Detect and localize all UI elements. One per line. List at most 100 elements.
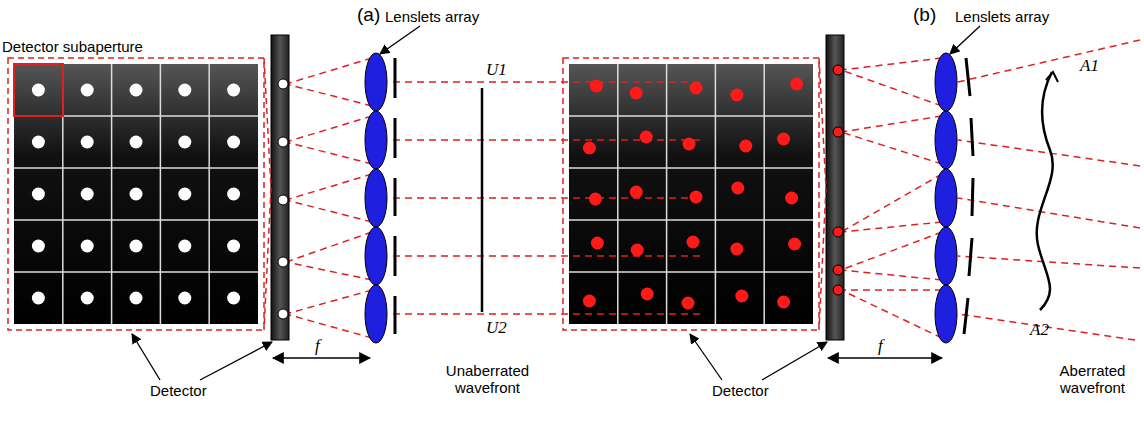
lenslet (935, 285, 957, 343)
wavefront-label: U1 (486, 60, 507, 80)
grid-line (111, 64, 113, 324)
focal-spot (130, 292, 143, 305)
light-ray (286, 314, 372, 338)
focal-spot (785, 192, 798, 205)
caption-label: Unaberrated wavefront (440, 362, 535, 397)
focal-spot (227, 136, 240, 149)
part-label: Detector (712, 382, 769, 399)
focal-spot (630, 87, 643, 100)
focal-spot (641, 288, 654, 301)
light-ray (958, 198, 1140, 228)
focal-spot (278, 137, 288, 147)
focal-spot (32, 188, 45, 201)
grid-line (14, 271, 258, 273)
light-ray (286, 232, 372, 262)
light-ray (286, 84, 372, 106)
grid-line (14, 167, 258, 169)
light-ray (388, 81, 700, 83)
dimension-label: f (315, 336, 320, 356)
light-ray (841, 222, 942, 232)
panel-label: (a) (357, 4, 380, 26)
subaperture-box (14, 64, 63, 116)
focal-spot (833, 227, 843, 237)
focal-spot (81, 292, 94, 305)
grid-line (14, 219, 258, 221)
focal-spot (583, 142, 596, 155)
focal-spot (178, 188, 191, 201)
light-ray (388, 255, 700, 257)
light-ray (958, 256, 1140, 268)
wavefront-label: A2 (1030, 320, 1049, 340)
focal-spot (278, 309, 288, 319)
detector-bar (826, 35, 844, 340)
focal-spot (687, 236, 700, 249)
detector-grid (14, 64, 258, 324)
focal-spot (777, 133, 790, 146)
light-ray (958, 40, 1140, 82)
light-ray (286, 58, 372, 84)
focal-spot (790, 78, 803, 91)
grid-line (208, 64, 210, 324)
focal-spot (81, 240, 94, 253)
focal-spot (630, 186, 643, 199)
light-ray (388, 139, 700, 141)
light-ray (286, 116, 372, 142)
part-label: Lenslets array (955, 8, 1049, 25)
focal-spot (690, 191, 703, 204)
lenslet (935, 53, 957, 111)
grid-line (763, 64, 765, 324)
focal-spot (81, 136, 94, 149)
focal-spot (683, 138, 696, 151)
focal-spot (227, 240, 240, 253)
light-ray (286, 290, 372, 314)
focal-spot (130, 240, 143, 253)
focal-spot (81, 188, 94, 201)
grid-line (569, 271, 813, 273)
focal-spot (278, 79, 288, 89)
focal-spot (227, 188, 240, 201)
focal-spot (682, 297, 695, 310)
focal-spot (130, 136, 143, 149)
focal-spot (178, 240, 191, 253)
part-label: Detector (150, 382, 207, 399)
focal-spot (32, 240, 45, 253)
grid-line (617, 64, 619, 324)
part-label: Lenslets array (385, 8, 479, 25)
grid-line (666, 64, 668, 324)
light-ray (286, 262, 372, 280)
focal-spot (583, 295, 596, 308)
grid-line (569, 219, 813, 221)
lenslet (365, 285, 387, 343)
grid-line (569, 115, 813, 117)
light-ray (841, 116, 942, 132)
light-ray (286, 142, 372, 164)
focal-spot (32, 136, 45, 149)
focal-spot (227, 292, 240, 305)
focal-spot (690, 82, 703, 95)
focal-spot (178, 136, 191, 149)
focal-spot (731, 182, 744, 195)
lenslet (935, 169, 957, 227)
detector-bar (271, 35, 289, 340)
focal-spot (640, 131, 653, 144)
light-ray (841, 70, 942, 106)
focal-spot (833, 265, 843, 275)
grid-line (715, 64, 717, 324)
detector-grid (569, 64, 813, 324)
lenslet (365, 169, 387, 227)
focal-spot (833, 65, 843, 75)
wavefront-label: U2 (486, 318, 507, 338)
focal-spot (278, 257, 288, 267)
light-ray (841, 132, 942, 164)
focal-spot (833, 127, 843, 137)
focal-spot (32, 292, 45, 305)
focal-spot (590, 80, 603, 93)
light-ray (841, 289, 942, 291)
focal-spot (777, 296, 790, 309)
grid-line (569, 167, 813, 169)
focal-spot (788, 238, 801, 251)
grid-line (160, 64, 162, 324)
focal-spot (591, 237, 604, 250)
lenslet (935, 227, 957, 285)
